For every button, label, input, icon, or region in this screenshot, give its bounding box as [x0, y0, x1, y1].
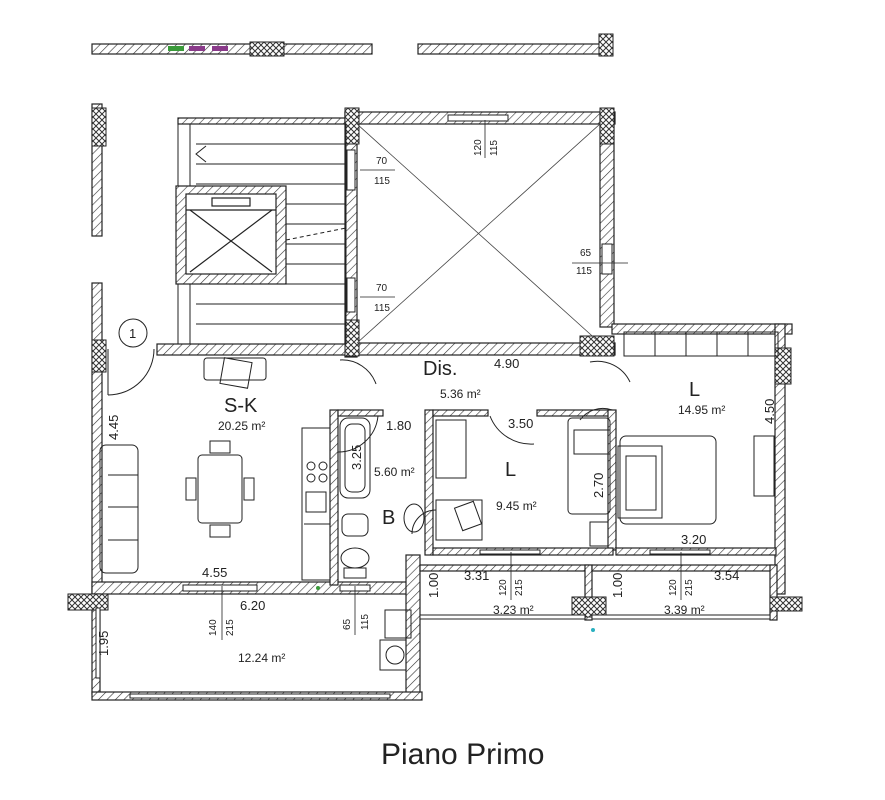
pillars [67, 33, 803, 618]
opening-6-width: 65 [342, 618, 353, 630]
elevator [175, 185, 287, 285]
room-area-bath: 5.60 m² [374, 465, 415, 479]
opening-4-height: 115 [576, 266, 592, 277]
door-swings [107, 348, 631, 535]
opening-3-height: 115 [489, 140, 500, 156]
opening-3-width: 120 [473, 139, 484, 156]
opening-2-height: 115 [374, 303, 390, 314]
labels: S-K 20.25 m² Dis. 5.36 m² B 5.60 m² L 9.… [96, 139, 777, 771]
dim-450: 4.50 [762, 399, 777, 424]
opening-5-width: 140 [208, 619, 219, 636]
opening-8-width: 120 [668, 579, 679, 596]
room-area-l1: 9.45 m² [496, 499, 537, 513]
room-area-balcony2: 3.39 m² [664, 603, 705, 617]
opening-7-height: 215 [514, 579, 525, 596]
room-area-sk: 20.25 m² [218, 419, 265, 433]
dim-320: 3.20 [681, 532, 706, 547]
dim-180: 1.80 [386, 418, 411, 433]
opening-4-width: 65 [580, 248, 592, 259]
dim-354: 3.54 [714, 568, 739, 583]
room-name-sk: S-K [224, 395, 258, 417]
room-area-l2: 14.95 m² [678, 403, 725, 417]
dim-445: 4.45 [106, 415, 121, 440]
opening-1-width: 70 [376, 156, 388, 167]
dim-490: 4.90 [494, 356, 519, 371]
opening-2-width: 70 [376, 283, 388, 294]
room-name-l1: L [505, 459, 516, 481]
opening-5-height: 215 [225, 619, 236, 636]
dim-100b: 1.00 [610, 573, 625, 598]
windows [95, 114, 771, 699]
dim-100a: 1.00 [426, 573, 441, 598]
staircase-marker: 1 [129, 326, 136, 341]
room-name-l2: L [689, 379, 700, 401]
plan-title: Piano Primo [381, 738, 544, 771]
opening-8-height: 215 [684, 579, 695, 596]
color-marks [168, 46, 595, 632]
room-area-balcony1: 3.23 m² [493, 603, 534, 617]
shaft-void [356, 123, 601, 344]
opening-7-width: 120 [498, 579, 509, 596]
dimension-lines [221, 120, 682, 640]
furniture [99, 318, 779, 671]
dim-620: 6.20 [240, 598, 265, 613]
dim-455: 4.55 [202, 565, 227, 580]
room-area-terrace: 12.24 m² [238, 651, 285, 665]
room-name-dis: Dis. [423, 358, 457, 380]
dim-331: 3.31 [464, 568, 489, 583]
room-name-bath: B [382, 507, 395, 529]
dim-195: 1.95 [96, 631, 111, 656]
opening-6-height: 115 [360, 614, 371, 630]
opening-1-height: 115 [374, 176, 390, 187]
dim-325: 3.25 [349, 445, 364, 470]
dim-350: 3.50 [508, 416, 533, 431]
dim-270: 2.70 [591, 473, 606, 498]
room-area-dis: 5.36 m² [440, 387, 481, 401]
